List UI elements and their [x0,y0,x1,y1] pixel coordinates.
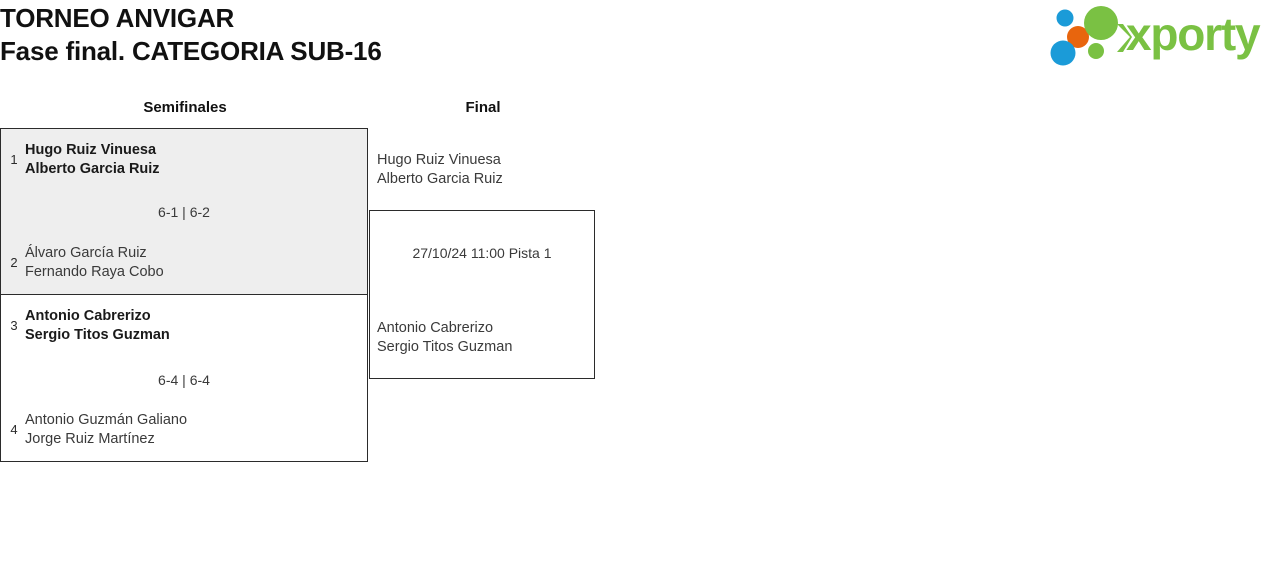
final-team-bottom[interactable]: Antonio Cabrerizo Sergio Titos Guzman [377,319,587,357]
final-match[interactable]: 27/10/24 11:00 Pista 1 [369,210,595,379]
xporty-logo-mark [1050,6,1132,66]
semifinal-match-2[interactable]: 3 Antonio Cabrerizo Sergio Titos Guzman … [0,294,368,462]
player-name: Fernando Raya Cobo [25,264,164,280]
xporty-wordmark: xporty [1126,8,1261,60]
match-score: 6-1 | 6-2 [158,204,210,220]
green-chevron-icon [1117,24,1132,52]
semifinal-match-1[interactable]: 1 Hugo Ruiz Vinuesa Alberto Garcia Ruiz … [0,128,368,295]
player-name: Antonio Cabrerizo [377,320,494,336]
player-name: Hugo Ruiz Vinuesa [377,152,501,168]
team-seed: 2 [10,255,18,270]
match-team-row[interactable]: 1 Hugo Ruiz Vinuesa Alberto Garcia Ruiz [1,137,369,183]
blue-dot-small-icon [1056,9,1074,27]
green-dot-small-icon [1088,43,1104,59]
player-name: Alberto Garcia Ruiz [25,161,160,177]
player-name: Jorge Ruiz Martínez [25,431,155,447]
team-seed: 4 [10,422,18,437]
player-name: Antonio Guzmán Galiano [25,412,188,428]
xporty-logo[interactable]: xporty [1046,2,1278,72]
page-header: TORNEO ANVIGAR Fase final. CATEGORIA SUB… [0,0,1280,80]
player-name: Sergio Titos Guzman [25,327,170,343]
team-names: Antonio Cabrerizo Sergio Titos Guzman [25,303,170,349]
blue-dot-large-icon [1050,40,1076,66]
match-team-row[interactable]: 3 Antonio Cabrerizo Sergio Titos Guzman [1,303,369,349]
team-seed: 1 [10,152,18,167]
player-name: Hugo Ruiz Vinuesa [25,142,157,158]
team-names: Antonio Guzmán Galiano Jorge Ruiz Martín… [25,407,187,453]
final-team-top[interactable]: Hugo Ruiz Vinuesa Alberto Garcia Ruiz [377,151,587,189]
title-block: TORNEO ANVIGAR Fase final. CATEGORIA SUB… [0,0,820,66]
match-team-row[interactable]: 2 Álvaro García Ruiz Fernando Raya Cobo [1,240,369,286]
round-header-semifinals: Semifinales [143,99,227,116]
player-name: Sergio Titos Guzman [377,339,513,355]
round-header-final: Final [465,99,501,116]
team-seed: 3 [10,318,18,333]
orange-dot-icon [1067,26,1089,48]
page-title: TORNEO ANVIGAR [0,3,235,33]
match-score: 6-4 | 6-4 [158,372,210,388]
player-name: Antonio Cabrerizo [25,308,151,324]
player-name: Alberto Garcia Ruiz [377,171,503,187]
team-names: Hugo Ruiz Vinuesa Alberto Garcia Ruiz [25,137,160,183]
team-names: Álvaro García Ruiz Fernando Raya Cobo [25,240,164,286]
green-dot-large-icon [1084,6,1118,40]
match-team-row[interactable]: 4 Antonio Guzmán Galiano Jorge Ruiz Mart… [1,407,369,453]
final-match-info: 27/10/24 11:00 Pista 1 [412,245,552,261]
page-subtitle: Fase final. CATEGORIA SUB-16 [0,36,382,66]
player-name: Álvaro García Ruiz [25,245,147,261]
